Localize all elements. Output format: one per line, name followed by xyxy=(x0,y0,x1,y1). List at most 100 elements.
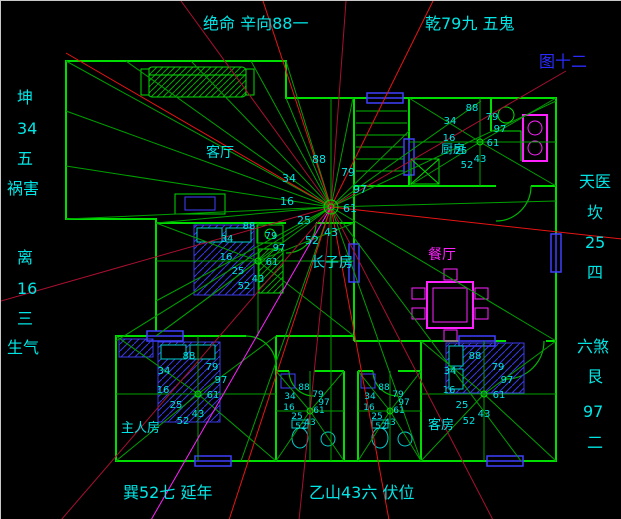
room-label-guest: 客房 xyxy=(428,417,454,433)
right-label-5: 艮 xyxy=(587,367,603,386)
window-master-bottom xyxy=(194,455,232,467)
compass-kitchen-num-3: 16 xyxy=(443,133,456,144)
left-label-6: 三 xyxy=(17,309,33,328)
compass-rays xyxy=(65,60,557,462)
right-label-6: 97 xyxy=(583,402,603,421)
dining-table xyxy=(411,268,489,342)
compass-bath-left-num-0: 34 xyxy=(284,392,296,402)
compass-eldest-son-num-4: 97 xyxy=(273,243,286,254)
compass-master-num-3: 16 xyxy=(157,385,170,396)
tv-cabinet xyxy=(174,193,226,215)
compass-main-num-2: 79 xyxy=(341,166,355,179)
right-label-3: 四 xyxy=(587,263,603,282)
compass-master-num-4: 97 xyxy=(215,375,228,386)
compass-guest-num-3: 16 xyxy=(443,385,456,396)
room-label-master: 主人房 xyxy=(121,420,160,436)
compass-bath-left-num-5: 61 xyxy=(313,406,324,416)
compass-guest-num-5: 61 xyxy=(493,390,506,401)
compass-kitchen-num-7: 43 xyxy=(474,154,487,165)
stairs xyxy=(356,110,407,172)
compass-bath-right-num-5: 61 xyxy=(393,406,404,416)
compass-main-num-7: 43 xyxy=(324,226,338,239)
sink-right xyxy=(397,431,413,447)
right-label-1: 坎 xyxy=(587,203,603,222)
compass-master-num-1: 88 xyxy=(183,351,196,362)
label-mansion-bottom-right: 乙山43六 伏位 xyxy=(309,483,414,502)
compass-bath-right-num-0: 34 xyxy=(364,392,376,402)
compass-kitchen-num-6: 25 xyxy=(455,146,468,157)
sofa xyxy=(140,66,255,98)
door-bath-right xyxy=(372,370,399,397)
compass-guest-num-2: 79 xyxy=(492,362,505,373)
label-mansion-top-right: 乾79九 五鬼 xyxy=(425,14,514,33)
sink-left xyxy=(320,431,336,447)
compass-centers xyxy=(194,138,488,415)
room-label-eldest-son: 长子房 xyxy=(311,255,353,271)
compass-bath-left-num-3: 16 xyxy=(283,403,295,413)
compass-bath-left-num-1: 88 xyxy=(298,383,310,393)
compass-bath-left-num-2: 79 xyxy=(312,390,324,400)
compass-bath-left-num-7: 43 xyxy=(304,418,315,428)
right-label-4: 六煞 xyxy=(577,337,609,356)
compass-bath-right-num-7: 43 xyxy=(384,418,395,428)
text-layer: 绝命 辛向88一乾79九 五鬼图十二巽52七 延年乙山43六 伏位客厅厨房长子房… xyxy=(7,14,611,502)
compass-eldest-son-num-0: 34 xyxy=(221,234,234,245)
left-label-1: 34 xyxy=(17,119,37,138)
door-arcs xyxy=(245,185,545,397)
compass-main-num-5: 61 xyxy=(343,202,357,215)
right-label-2: 25 xyxy=(585,233,605,252)
door-eldest-son xyxy=(285,222,317,254)
window-dining-left xyxy=(348,243,360,283)
compass-eldest-son-num-6: 25 xyxy=(232,266,245,277)
compass-eldest-son-num-3: 16 xyxy=(220,252,233,263)
compass-main-num-8: 52 xyxy=(305,234,319,247)
windows xyxy=(146,92,562,467)
left-label-0: 坤 xyxy=(17,88,33,107)
compass-bath-right-num-3: 16 xyxy=(363,403,375,413)
compass-bath-right-num-6: 25 xyxy=(371,412,382,422)
compass-kitchen-num-8: 52 xyxy=(461,160,474,171)
door-kitchen xyxy=(495,185,532,222)
left-label-4: 离 xyxy=(17,248,33,267)
left-label-5: 16 xyxy=(17,279,37,298)
compass-eldest-son-num-1: 88 xyxy=(243,221,256,232)
label-mansion-top-left: 绝命 辛向88一 xyxy=(203,14,308,33)
compass-master-num-8: 52 xyxy=(177,416,190,427)
compass-master-num-0: 34 xyxy=(158,366,171,377)
room-label-dining: 餐厅 xyxy=(428,247,456,263)
compass-kitchen-num-1: 88 xyxy=(466,103,479,114)
compass-kitchen-num-4: 97 xyxy=(494,124,507,135)
left-label-2: 五 xyxy=(17,149,33,168)
compass-bath-right-num-4: 97 xyxy=(398,398,409,408)
compass-eldest-son-num-2: 79 xyxy=(265,231,278,242)
compass-guest-num-6: 25 xyxy=(456,400,469,411)
window-kitchen-left xyxy=(403,138,415,176)
right-label-0: 天医 xyxy=(579,172,611,191)
bed-eldest-son xyxy=(193,224,284,296)
washer-left xyxy=(280,373,296,389)
window-guest-bottom xyxy=(486,455,524,467)
compass-eldest-son-num-5: 61 xyxy=(266,257,279,268)
compass-master-num-6: 25 xyxy=(170,400,183,411)
stove xyxy=(522,114,548,162)
label-mansion-bottom-left: 巽52七 延年 xyxy=(123,483,212,502)
compass-main-num-4: 97 xyxy=(353,183,367,196)
door-master xyxy=(245,335,277,367)
compass-kitchen-num-0: 34 xyxy=(444,116,457,127)
left-label-7: 生气 xyxy=(7,338,39,357)
compass-master-num-2: 79 xyxy=(206,362,219,373)
compass-main-num-6: 25 xyxy=(297,214,311,227)
right-label-7: 二 xyxy=(587,433,603,452)
bed-master xyxy=(118,338,221,423)
compass-eldest-son-num-7: 43 xyxy=(252,274,265,285)
figure-caption: 图十二 xyxy=(539,52,587,71)
compass-main-num-3: 16 xyxy=(280,195,294,208)
window-dining-right xyxy=(550,233,562,273)
furniture xyxy=(118,66,548,449)
compass-bath-right-num-1: 88 xyxy=(378,383,390,393)
compass-bath-right-num-2: 79 xyxy=(392,390,404,400)
kitchen-counter xyxy=(491,106,522,161)
compass-master-num-7: 43 xyxy=(192,409,205,420)
